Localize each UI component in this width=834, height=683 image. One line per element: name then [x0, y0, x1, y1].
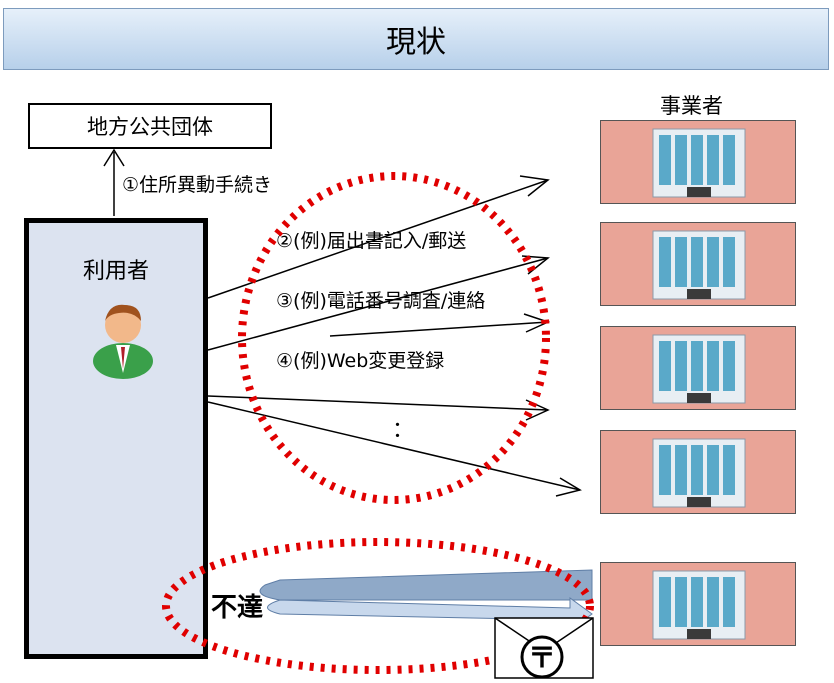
arrow-step3 — [207, 257, 549, 351]
person-icon — [93, 304, 153, 379]
arrow-step4 — [329, 321, 549, 337]
step4-label: ④(例)Web変更登録 — [276, 350, 445, 372]
page-title: 現状 — [386, 25, 446, 60]
page-title-banner: 現状 — [3, 8, 829, 70]
arrow-step2 — [207, 179, 549, 299]
ellipsis-mark: ： — [392, 418, 415, 443]
building-icon — [652, 438, 746, 508]
arrow-step6 — [207, 401, 581, 491]
dotted-circle-steps — [238, 172, 550, 504]
business-building-1 — [600, 120, 796, 204]
business-building-5 — [600, 562, 796, 646]
mail-envelope-icon: 〒 — [494, 617, 594, 679]
undelivered-band-return — [267, 597, 593, 631]
arrow-head-government — [103, 148, 125, 167]
business-building-3 — [600, 326, 796, 410]
step1-label: ①住所異動手続き — [122, 174, 273, 196]
user-box: 利用者 — [24, 218, 208, 659]
dotted-circle-undelivered — [162, 538, 594, 674]
postal-mark: 〒 — [528, 641, 556, 674]
building-icon — [652, 230, 746, 300]
step3-label: ③(例)電話番号調査/連絡 — [276, 290, 486, 312]
user-label: 利用者 — [82, 259, 149, 284]
government-label: 地方公共団体 — [87, 115, 213, 139]
building-icon — [652, 128, 746, 198]
business-title: 事業者 — [660, 94, 723, 118]
business-building-2 — [600, 222, 796, 306]
arrow-step5 — [207, 395, 549, 411]
government-box: 地方公共団体 — [28, 103, 272, 149]
building-icon — [652, 570, 746, 640]
building-icon — [652, 334, 746, 404]
business-building-4 — [600, 430, 796, 514]
undelivered-label: 不達 — [211, 593, 264, 623]
undelivered-band-top — [259, 569, 593, 601]
